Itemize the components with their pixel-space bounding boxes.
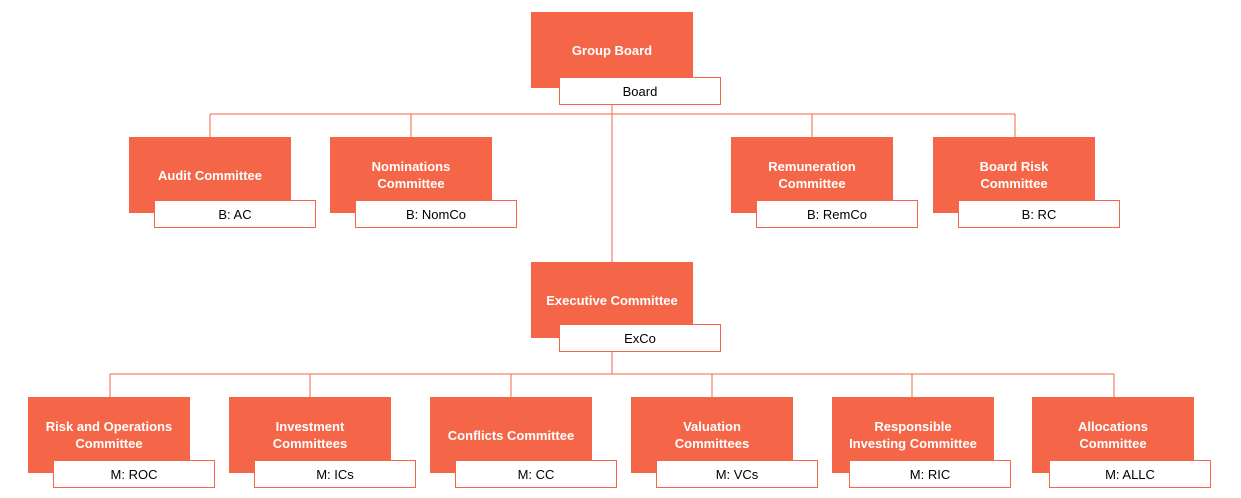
node-label: B: NomCo: [355, 200, 517, 228]
node-label: Board: [559, 77, 721, 105]
node-label: M: VCs: [656, 460, 818, 488]
node-label: M: RIC: [849, 460, 1011, 488]
node-label: B: RC: [958, 200, 1120, 228]
node-label: B: AC: [154, 200, 316, 228]
node-title: Group Board: [531, 12, 693, 88]
node-label: ExCo: [559, 324, 721, 352]
node-label: M: ROC: [53, 460, 215, 488]
node-label: M: ICs: [254, 460, 416, 488]
node-label: M: CC: [455, 460, 617, 488]
node-label: B: RemCo: [756, 200, 918, 228]
node-label: M: ALLC: [1049, 460, 1211, 488]
